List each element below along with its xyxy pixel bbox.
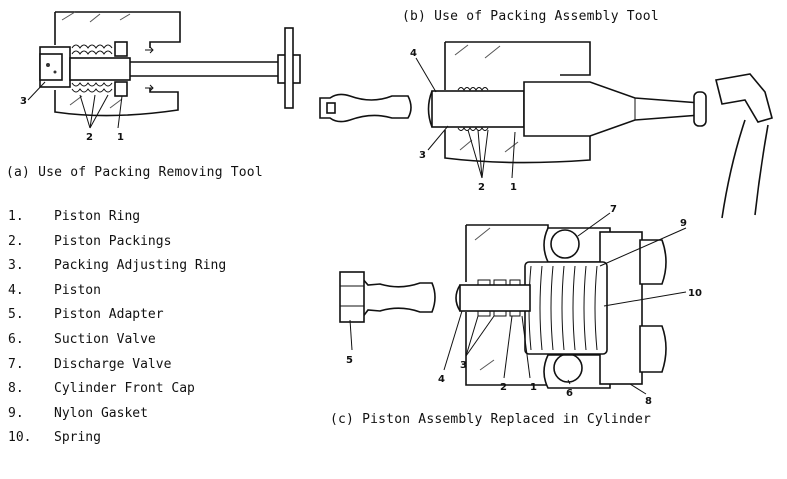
legend-number: 7.: [8, 356, 24, 372]
callout-b-4: 4: [410, 48, 417, 59]
legend-label: Piston Ring: [54, 209, 141, 224]
legend-item: 2. Piston Packings: [8, 234, 226, 259]
legend-item: 7. Discharge Valve: [8, 357, 226, 382]
legend-label: Discharge Valve: [54, 356, 172, 372]
legend-number: 1.: [8, 209, 24, 224]
legend-number: 8.: [8, 381, 24, 397]
legend-label: Suction Valve: [54, 331, 156, 347]
callout-c-4: 4: [438, 374, 445, 385]
callout-c-8: 8: [645, 396, 652, 407]
legend-item: 5. Piston Adapter: [8, 307, 226, 332]
legend-label: Cylinder Front Cap: [54, 381, 195, 397]
callout-c-3: 3: [460, 360, 467, 371]
legend-item: 9. Nylon Gasket: [8, 406, 226, 431]
legend-item: 8. Cylinder Front Cap: [8, 381, 226, 406]
callout-c-5: 5: [346, 355, 353, 366]
legend-label: Piston: [54, 282, 101, 298]
legend-item: 6. Suction Valve: [8, 332, 226, 357]
legend-label: Spring: [54, 430, 101, 446]
legend-label: Piston Packings: [54, 233, 172, 249]
legend-number: 4.: [8, 282, 24, 298]
callout-a-1: 1: [117, 132, 124, 143]
legend-item: 10. Spring: [8, 430, 226, 455]
callout-c-1: 1: [530, 382, 537, 393]
legend-label: Packing Adjusting Ring: [54, 258, 227, 274]
callout-c-6: 6: [566, 388, 573, 399]
caption-figure-a: (a) Use of Packing Removing Tool: [6, 165, 263, 180]
legend-label: Nylon Gasket: [54, 405, 148, 421]
caption-figure-c: (c) Piston Assembly Replaced in Cylinder: [330, 412, 652, 427]
callout-b-2: 2: [478, 182, 485, 193]
figure-a-packing-removing-tool: 3 2 1: [20, 11, 301, 143]
legend-item: 4. Piston: [8, 283, 226, 308]
legend-number: 9.: [8, 405, 24, 421]
legend-item: 3. Packing Adjusting Ring: [8, 258, 226, 283]
callout-c-10: 10: [688, 288, 702, 299]
callout-c-7: 7: [610, 204, 617, 215]
parts-legend: 1. Piston Ring 2. Piston Packings 3. Packin…: [8, 209, 226, 455]
callout-a-3: 3: [20, 96, 27, 107]
callout-c-2: 2: [500, 382, 507, 393]
callout-b-1: 1: [510, 182, 517, 193]
callout-c-9: 9: [680, 218, 687, 229]
callout-a-2: 2: [86, 132, 93, 143]
legend-number: 2.: [8, 233, 24, 249]
legend-label: Piston Adapter: [54, 307, 164, 323]
legend-number: 6.: [8, 331, 24, 347]
legend-number: 3.: [8, 258, 24, 274]
caption-figure-b: (b) Use of Packing Assembly Tool: [402, 9, 659, 24]
legend-number: 5.: [8, 307, 24, 323]
figure-c-piston-assembly: 7 9 10 5 4 3 2 1 6 8: [339, 204, 702, 407]
legend-number: 10.: [8, 430, 32, 446]
legend-item: 1. Piston Ring: [8, 209, 226, 234]
figure-b-packing-assembly-tool: 4 3 2 1: [319, 41, 773, 219]
callout-b-3: 3: [419, 150, 426, 161]
